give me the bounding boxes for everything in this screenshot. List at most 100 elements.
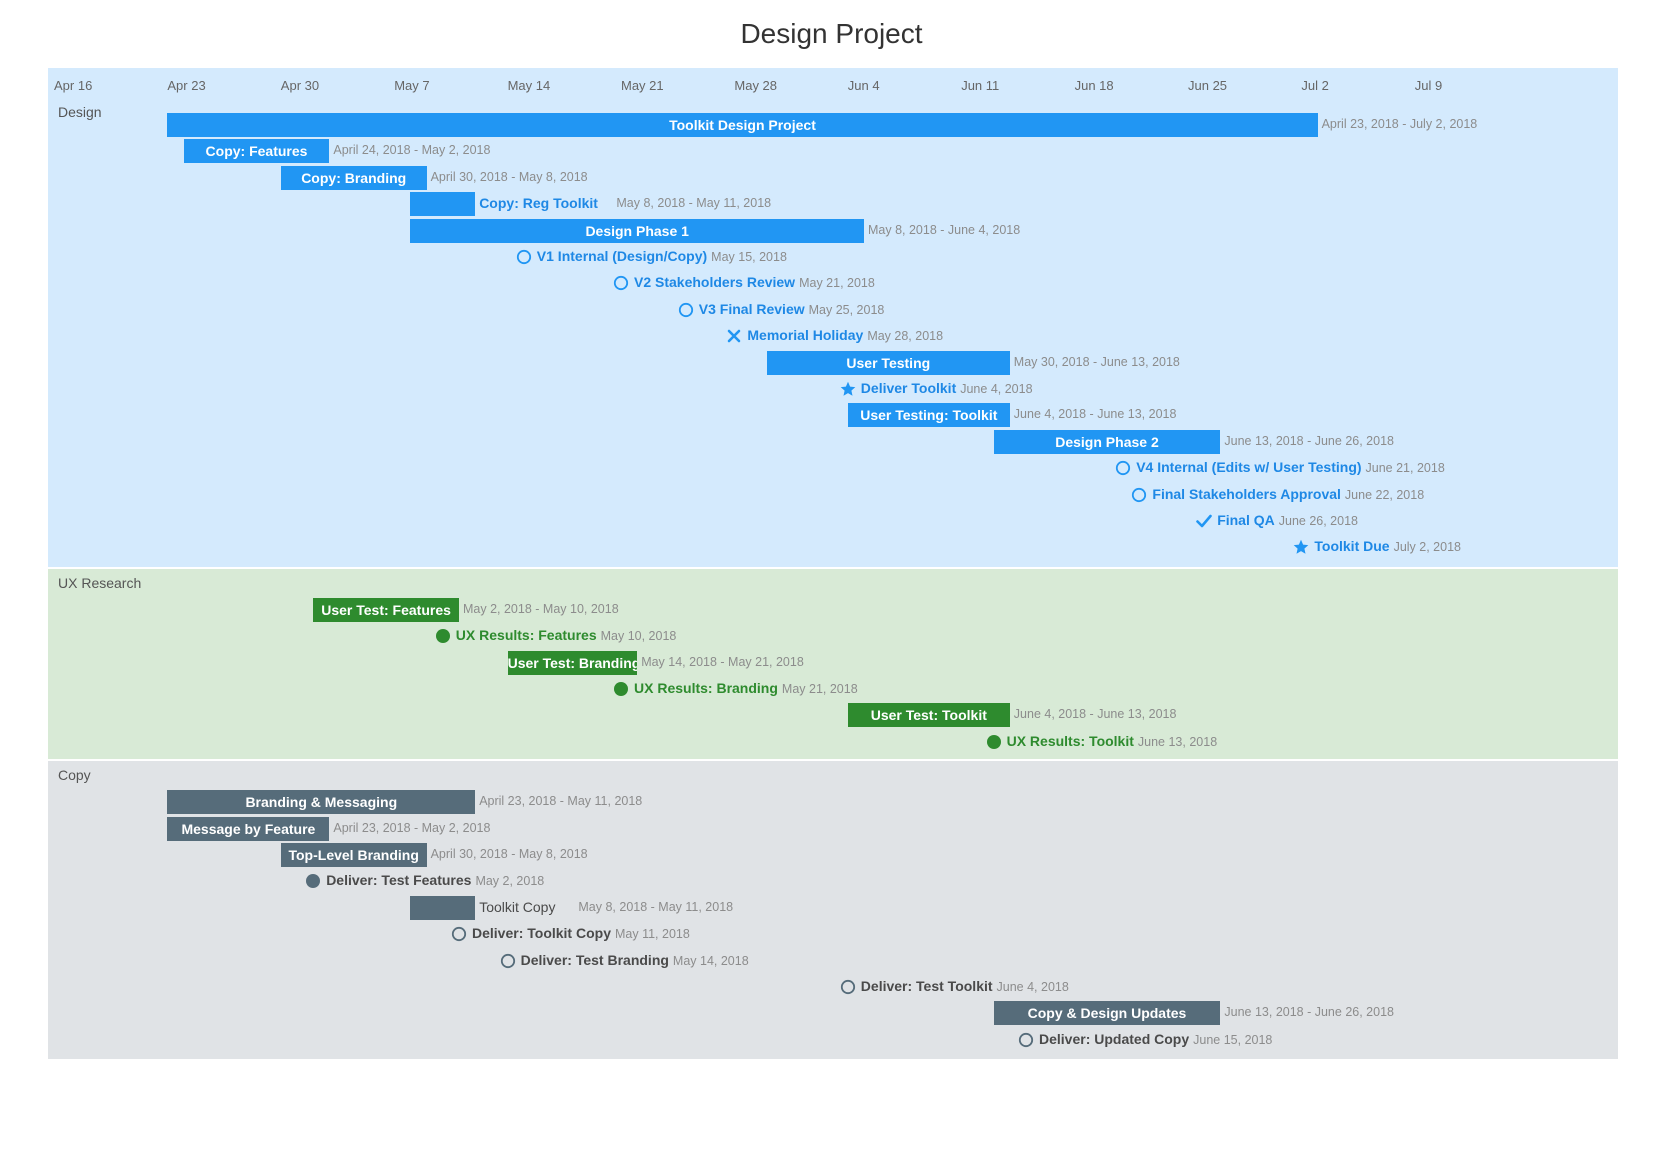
- milestone-label: Deliver: Test Toolkit: [860, 977, 993, 994]
- milestone-date: June 21, 2018: [1365, 461, 1445, 476]
- axis-tick-label: Jun 18: [1074, 78, 1114, 93]
- dot-icon: [306, 874, 321, 889]
- task-bar[interactable]: Toolkit Design Project: [167, 113, 1318, 137]
- task-dates: May 8, 2018 - May 11, 2018: [616, 196, 772, 211]
- milestone-label: Deliver: Updated Copy: [1039, 1030, 1190, 1047]
- task-label: Copy & Design Updates: [1027, 1005, 1187, 1022]
- task-bar[interactable]: User Testing: Toolkit: [847, 403, 1010, 428]
- task-label: User Test: Features: [321, 601, 451, 618]
- gantt-task-row: Copy: Reg Toolkit May 8, 2018 - May 11, 2…: [48, 191, 1618, 217]
- task-label: User Test: Branding: [507, 654, 638, 671]
- task-dates: May 2, 2018 - May 10, 2018: [463, 601, 619, 616]
- gantt-task-row: User Test: Toolkit June 4, 2018 - June 13…: [48, 702, 1618, 728]
- circle-icon: [500, 953, 515, 968]
- milestone-date: May 25, 2018: [808, 302, 885, 317]
- circle-icon: [516, 249, 531, 265]
- task-bar[interactable]: Branding & Messaging: [167, 790, 476, 815]
- milestone-label: Deliver: Test Features: [326, 872, 472, 889]
- section-label: Design: [58, 104, 102, 120]
- task-bar[interactable]: Top-Level Branding: [280, 842, 427, 867]
- task-dates: May 14, 2018 - May 21, 2018: [641, 654, 804, 669]
- task-bar[interactable]: Message by Feature: [167, 816, 330, 841]
- circle-icon: [840, 979, 855, 995]
- task-bar[interactable]: User Test: Branding: [507, 650, 638, 675]
- milestone-date: June 26, 2018: [1278, 514, 1358, 528]
- task-bar[interactable]: Copy & Design Updates: [993, 1001, 1221, 1026]
- task-dates: April 30, 2018 - May 8, 2018: [430, 846, 588, 861]
- task-bar[interactable]: User Test: Toolkit: [847, 703, 1010, 728]
- task-bar[interactable]: Copy: Branding: [280, 165, 427, 190]
- milestone[interactable]: V1 Internal (Design/Copy)May 15, 2018: [537, 248, 787, 266]
- task-dates: June 4, 2018 - June 13, 2018: [1013, 707, 1177, 722]
- task-bar[interactable]: User Testing: [766, 350, 1010, 375]
- task-dates: June 13, 2018 - June 26, 2018: [1224, 1005, 1394, 1020]
- task-label: Message by Feature: [181, 820, 316, 837]
- dot-icon: [435, 629, 450, 644]
- milestone-date: June 15, 2018: [1193, 1032, 1273, 1047]
- task-dates: June 13, 2018 - June 26, 2018: [1224, 433, 1394, 448]
- star-icon: [840, 381, 856, 396]
- section-label: Copy: [58, 767, 91, 784]
- task-bar[interactable]: [410, 192, 476, 217]
- gantt-task-row: Top-Level Branding April 30, 2018 - May 8…: [48, 842, 1618, 868]
- task-bar[interactable]: Design Phase 1: [410, 218, 864, 243]
- milestone-date: May 28, 2018: [867, 329, 944, 344]
- milestone-label: Final Stakeholders Approval: [1152, 485, 1341, 502]
- task-label: Design Phase 2: [1055, 433, 1159, 450]
- task-dates: April 23, 2018 - May 11, 2018: [479, 794, 643, 809]
- task-bar[interactable]: Copy: Features: [183, 139, 330, 164]
- circle-icon: [1116, 461, 1131, 476]
- gantt-milestone-row: V4 Internal (Edits w/ User Testing)June …: [48, 455, 1618, 481]
- axis-tick-label: May 21: [621, 78, 664, 93]
- gantt-task-row: User Test: Features May 2, 2018 - May 10,…: [48, 597, 1618, 623]
- task-label[interactable]: Toolkit Copy: [479, 898, 556, 915]
- axis-tick-label: Jul 9: [1414, 78, 1443, 93]
- task-bar[interactable]: User Test: Features: [313, 597, 459, 622]
- task-label: Toolkit Design Project: [669, 117, 816, 133]
- task-label[interactable]: Copy: Reg Toolkit: [479, 195, 598, 212]
- task-bar[interactable]: [410, 895, 476, 920]
- task-label: User Test: Toolkit: [870, 707, 987, 724]
- milestone-label: Deliver: Toolkit Copy: [472, 925, 611, 942]
- milestone-date: June 13, 2018: [1137, 734, 1218, 749]
- task-dates: April 23, 2018 - July 2, 2018: [1321, 117, 1478, 131]
- milestone-date: May 2, 2018: [475, 874, 545, 889]
- axis-tick-label: Apr 30: [280, 78, 320, 93]
- task-dates: April 23, 2018 - May 2, 2018: [333, 820, 491, 835]
- milestone-label: Final QA: [1217, 512, 1275, 528]
- task-bar[interactable]: Design Phase 2: [993, 429, 1221, 454]
- milestone[interactable]: V4 Internal (Edits w/ User Testing)June …: [1136, 459, 1445, 477]
- task-label: Top-Level Branding: [288, 846, 419, 863]
- task-dates: May 8, 2018 - June 4, 2018: [868, 222, 1021, 237]
- task-label: Copy: Branding: [301, 169, 407, 186]
- milestone-date: May 14, 2018: [672, 953, 749, 968]
- milestone-label: V2 Stakeholders Review: [634, 274, 796, 291]
- circle-icon: [451, 927, 467, 942]
- axis-tick-label: Jun 11: [961, 78, 1000, 93]
